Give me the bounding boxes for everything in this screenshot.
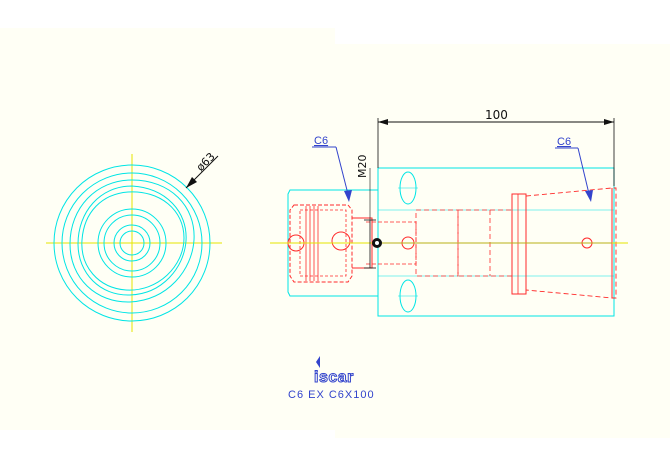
thread-dimension: M20: [356, 155, 369, 179]
drawing-background: [0, 28, 670, 438]
length-dimension: 100: [485, 108, 508, 122]
right-c6-callout: [555, 147, 593, 202]
white-mask-top-left: [0, 0, 670, 28]
logo-text: iscar: [314, 369, 354, 386]
left-c6-callout: [312, 146, 352, 202]
white-mask-bottom-left: [0, 430, 335, 460]
iscar-logo: iscar: [314, 356, 354, 387]
end-view: [46, 154, 222, 332]
right-c6-label: C6: [557, 136, 571, 148]
tool-designation: C6 EX C6X100: [288, 389, 375, 401]
left-c6-label: C6: [314, 135, 328, 147]
side-view: [270, 118, 628, 317]
white-mask-top-right: [335, 28, 670, 44]
